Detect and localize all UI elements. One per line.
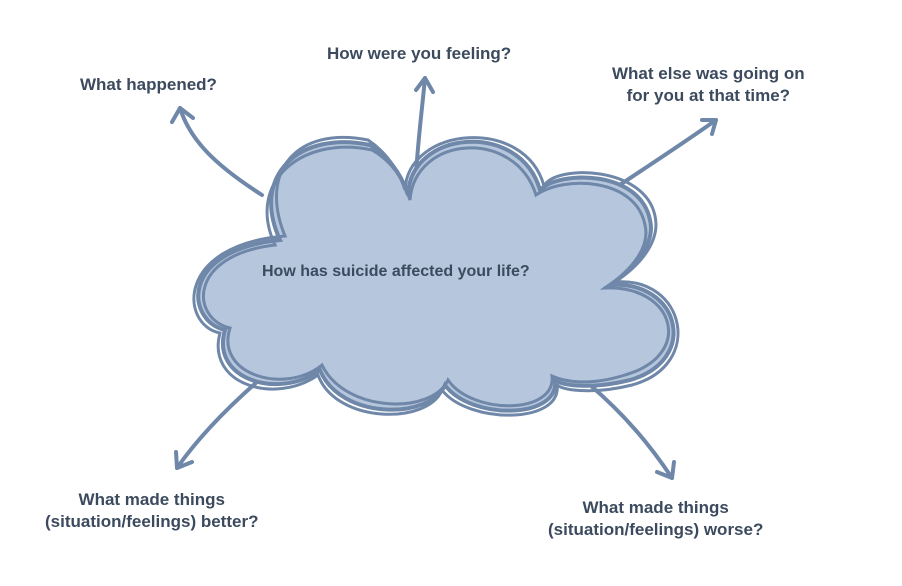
prompt-else-going-on: What else was going on for you at that t… <box>612 63 805 107</box>
prompt-line: How were you feeling? <box>327 44 512 63</box>
arrowhead-better <box>174 450 194 470</box>
prompt-line: What happened? <box>80 75 217 94</box>
prompt-line: What made things <box>582 498 729 517</box>
prompt-better: What made things (situation/feelings) be… <box>45 489 258 533</box>
arrowhead-what-happened <box>170 106 195 124</box>
prompt-line: What else was going on <box>612 64 805 83</box>
arrow-else <box>610 118 718 192</box>
prompt-line: (situation/feelings) worse? <box>548 520 764 539</box>
prompt-line: What made things <box>78 490 225 509</box>
prompt-line: (situation/feelings) better? <box>45 512 259 531</box>
arrow-what-happened <box>178 106 264 197</box>
prompt-line: for you at that time? <box>626 86 791 105</box>
prompt-worse: What made things (situation/feelings) wo… <box>548 497 763 541</box>
arrowhead-feeling <box>414 76 435 94</box>
thought-cloud <box>192 135 680 417</box>
prompt-what-happened: What happened? <box>80 74 217 96</box>
prompt-feeling: How were you feeling? <box>327 43 511 65</box>
arrow-worse <box>588 383 674 480</box>
arrowhead-worse <box>655 460 676 480</box>
center-question: How has suicide affected your life? <box>262 263 530 280</box>
arrowhead-else <box>700 118 718 136</box>
arrow-better <box>175 373 267 470</box>
